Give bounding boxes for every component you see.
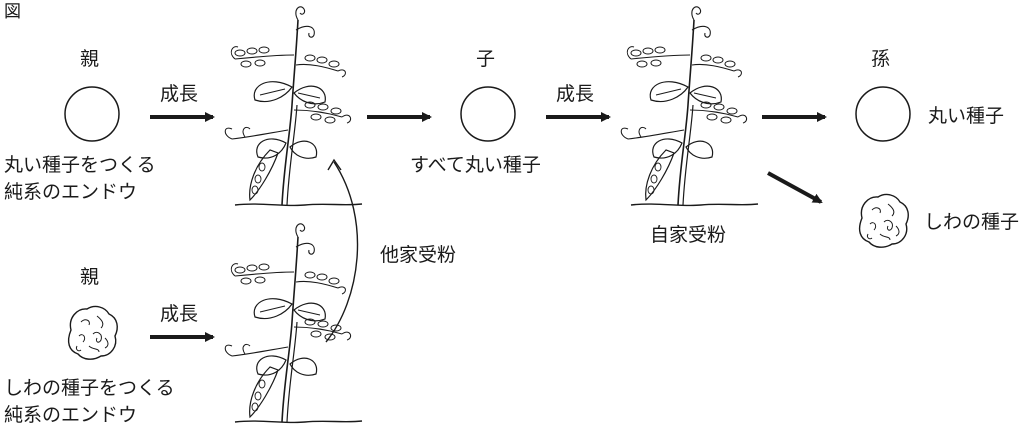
parent-label: 親 [80, 48, 100, 70]
parent-wrinkled-desc-line2: 純系のエンドウ [4, 404, 138, 426]
child-result: すべて丸い種子 [410, 154, 541, 176]
curved-arrow-head [327, 158, 342, 171]
grandchild-wrinkled-label: しわの種子 [924, 211, 1020, 233]
growth-label: 成長 [160, 83, 199, 105]
growth-label: 成長 [160, 303, 199, 325]
parent-label: 親 [80, 266, 100, 288]
right-arrow-icon [767, 171, 823, 204]
wrinkled-seed-icon [67, 305, 118, 360]
growth-label: 成長 [556, 83, 595, 105]
curved-arrow-icon [325, 161, 359, 343]
parent-round-desc-line2: 純系のエンドウ [4, 181, 138, 203]
pea-plant-icon [620, 5, 759, 207]
grandchild-round-label: 丸い種子 [928, 105, 1005, 127]
figure-label: 図 [4, 2, 21, 22]
round-seed-icon [460, 86, 516, 142]
round-seed-icon [64, 86, 120, 142]
grandchild-label: 孫 [871, 48, 891, 70]
self-pollination-label: 自家受粉 [650, 224, 727, 246]
parent-round-desc-line1: 丸い種子をつくる [4, 154, 156, 176]
child-label: 子 [476, 48, 496, 70]
round-seed-icon [855, 86, 911, 142]
cross-pollination-label: 他家受粉 [380, 244, 457, 266]
wrinkled-seed-icon [858, 193, 909, 248]
parent-wrinkled-desc-line1: しわの種子をつくる [4, 377, 175, 399]
pea-plant-icon [224, 222, 363, 424]
